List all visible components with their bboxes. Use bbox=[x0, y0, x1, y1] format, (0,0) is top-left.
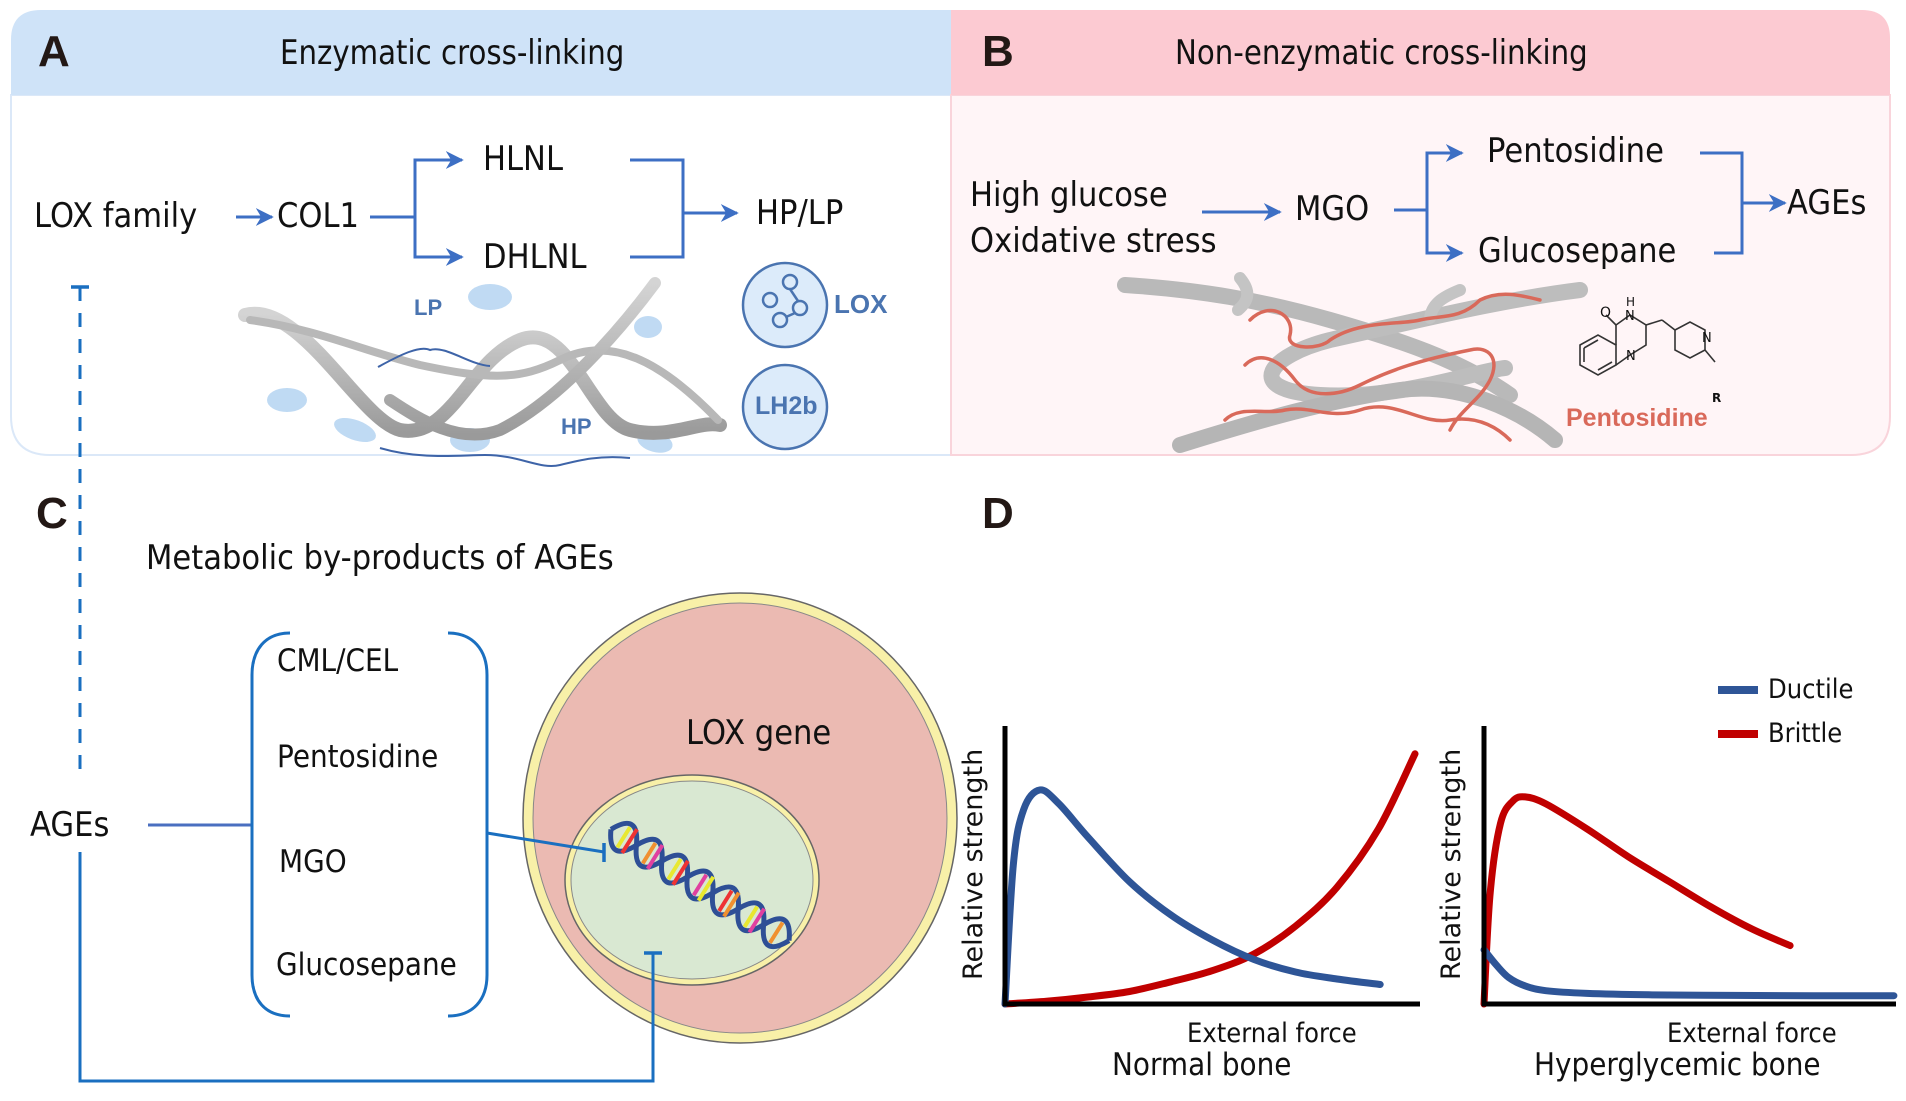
node-mgo: MGO bbox=[1295, 189, 1370, 229]
pentosidine-structure-icon bbox=[1579, 314, 1716, 376]
lh2b-enzyme-icon bbox=[741, 363, 829, 451]
node-high-glucose: High glucose bbox=[970, 175, 1168, 215]
legend-label-brittle: Brittle bbox=[1768, 718, 1843, 749]
chart1-ylabel: Relative strength bbox=[1436, 748, 1467, 980]
byproduct-item: MGO bbox=[279, 844, 347, 880]
arrow-to-pentosidine bbox=[1425, 144, 1464, 210]
lox-enzyme-icon bbox=[741, 261, 829, 349]
atom-n2: N bbox=[1626, 349, 1636, 364]
panel-b-title: Non-enzymatic cross-linking bbox=[1175, 33, 1588, 73]
hp-label: HP bbox=[561, 414, 592, 439]
node-col1: COL1 bbox=[277, 196, 359, 236]
panel-b-pathway-connectors bbox=[1202, 144, 1787, 262]
inhibition-line-to-nucleus bbox=[78, 852, 655, 1083]
collagen-fibril-b bbox=[1117, 272, 1588, 453]
collagen-strand bbox=[1117, 277, 1518, 403]
chart0-ylabel: Relative strength bbox=[958, 748, 989, 980]
chart1-title: Hyperglycemic bone bbox=[1534, 1047, 1821, 1083]
collagen-strand bbox=[238, 306, 727, 440]
hp-crosslink bbox=[379, 447, 631, 467]
panel-c bbox=[71, 285, 958, 1083]
panel-c-title: Metabolic by-products of AGEs bbox=[146, 538, 614, 578]
chart0-xlabel: External force bbox=[1187, 1018, 1357, 1049]
panel-c-letter: C bbox=[36, 489, 68, 538]
atom-o: O bbox=[1600, 305, 1612, 321]
merge-bracket-a bbox=[630, 158, 685, 259]
panel-a-header bbox=[11, 10, 951, 95]
node-glucosepane: Glucosepane bbox=[1478, 231, 1677, 271]
node-hp-lp: HP/LP bbox=[756, 193, 844, 233]
panel-b-header bbox=[951, 10, 1890, 95]
collagen-strand bbox=[1232, 272, 1254, 316]
panel-a-pathway-connectors bbox=[236, 151, 739, 266]
arrow-to-hlnl bbox=[413, 151, 464, 217]
lp-label: LP bbox=[414, 295, 443, 320]
collagen-strand bbox=[246, 316, 722, 424]
collagen-fibril-a bbox=[238, 261, 829, 467]
atom-h: H bbox=[1626, 295, 1636, 309]
node-pentosidine: Pentosidine bbox=[1487, 131, 1664, 171]
glycation-crosslink bbox=[1223, 405, 1512, 442]
bracket-right bbox=[447, 631, 489, 1018]
node-lox-family: LOX family bbox=[34, 196, 198, 236]
chart0-title: Normal bone bbox=[1112, 1047, 1292, 1083]
arrow-to-glucosepane bbox=[1425, 210, 1464, 262]
node-dhlnl: DHLNL bbox=[483, 237, 587, 277]
nucleus bbox=[570, 780, 814, 980]
series-line-brittle bbox=[1001, 750, 1419, 1008]
atom-n1: N bbox=[1625, 309, 1635, 324]
panel-a bbox=[10, 10, 952, 456]
glycation-crosslink bbox=[1243, 347, 1496, 432]
node-oxidative-stress: Oxidative stress bbox=[970, 221, 1217, 261]
chart-hyperglycemic-bone bbox=[1480, 726, 1898, 1008]
panel-b-letter: B bbox=[982, 27, 1014, 76]
panel-a-letter: A bbox=[38, 27, 70, 76]
chart1-xlabel: External force bbox=[1667, 1018, 1837, 1049]
byproduct-item: Glucosepane bbox=[276, 947, 457, 983]
panel-b bbox=[950, 10, 1891, 456]
arrow-to-dhlnl bbox=[413, 217, 464, 266]
byproduct-item: Pentosidine bbox=[277, 739, 439, 775]
panel-a-title: Enzymatic cross-linking bbox=[280, 33, 625, 73]
atom-n3: N bbox=[1702, 331, 1712, 346]
chart-legend bbox=[1718, 686, 1758, 738]
chart-normal-bone bbox=[1001, 726, 1420, 1008]
atom-r: R bbox=[1712, 391, 1722, 405]
lox-gene-label: LOX gene bbox=[686, 713, 832, 753]
panel-b-body bbox=[950, 94, 1891, 456]
bracket-left bbox=[250, 631, 291, 1018]
panel-d-letter: D bbox=[982, 489, 1014, 538]
collagen-strand bbox=[384, 277, 661, 441]
panel-a-body bbox=[10, 94, 952, 456]
lox-enzyme-label: LOX bbox=[834, 289, 888, 319]
byproduct-item: CML/CEL bbox=[277, 643, 399, 679]
pentosidine-structure-label: Pentosidine bbox=[1566, 404, 1708, 432]
collagen-strand bbox=[1424, 284, 1466, 324]
inhibition-line-to-dna bbox=[486, 831, 605, 854]
legend-label-ductile: Ductile bbox=[1768, 674, 1854, 705]
series-line-ductile bbox=[1001, 786, 1384, 1008]
node-hlnl: HLNL bbox=[483, 139, 564, 179]
node-ages-b: AGEs bbox=[1787, 183, 1867, 223]
series-line-brittle bbox=[1480, 793, 1794, 1008]
collagen-strand bbox=[1172, 380, 1563, 453]
series-line-ductile bbox=[1480, 946, 1898, 1000]
dna-helix-icon bbox=[608, 820, 792, 950]
glycation-crosslink bbox=[1248, 292, 1542, 349]
lh2b-enzyme-label: LH2b bbox=[755, 392, 818, 420]
lp-crosslink bbox=[377, 347, 491, 368]
node-ages-c: AGEs bbox=[30, 805, 110, 845]
